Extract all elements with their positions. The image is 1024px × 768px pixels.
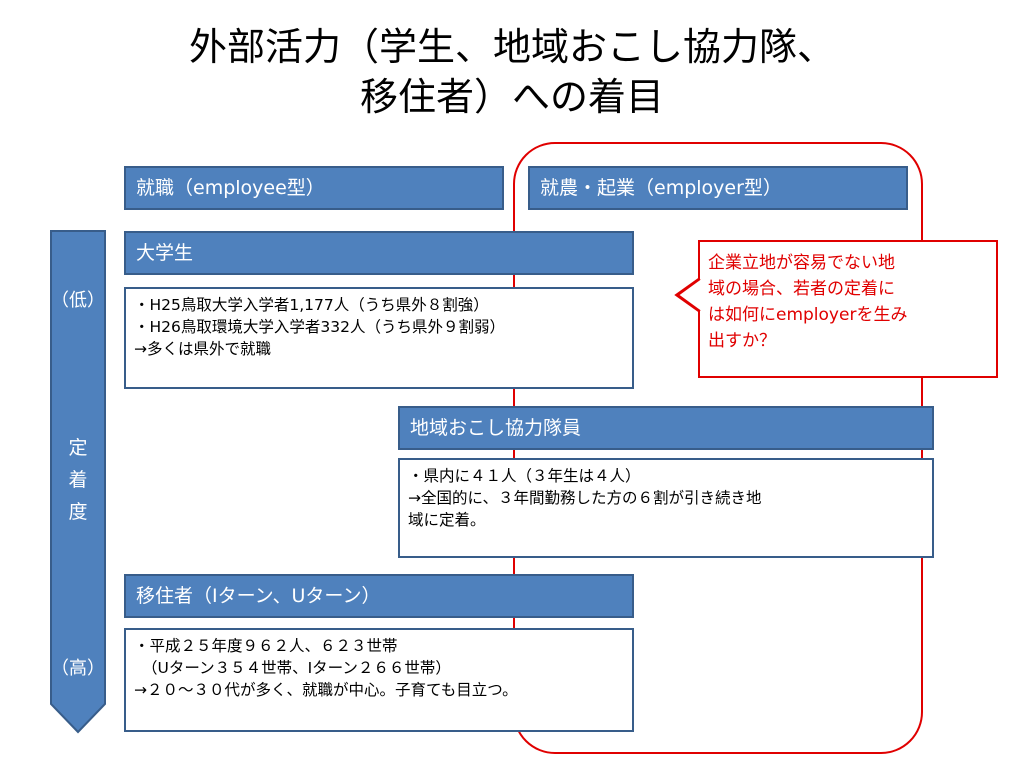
- detail-line: ・県内に４１人（３年生は４人）: [408, 467, 641, 485]
- group-details-students: ・H25鳥取大学入学者1,177人（うち県外８割強） ・H26鳥取環境大学入学者…: [124, 287, 634, 389]
- callout-line: 出すか？: [708, 331, 776, 351]
- title-line-1: 外部活力（学生、地域おこし協力隊、: [188, 25, 835, 69]
- scale-high-label: （高）: [51, 658, 105, 679]
- callout-line: 域の場合、若者の定着に: [708, 279, 895, 299]
- group-header-migrants: 移住者（Iターン、Uターン）: [124, 574, 634, 618]
- group-details-migrants: ・平成２５年度９６２人、６２３世帯 （Uターン３５４世帯、Iターン２６６世帯） …: [124, 628, 634, 732]
- detail-line: →２０～３０代が多く、就職が中心。子育ても目立つ。: [134, 681, 518, 699]
- detail-line: ・平成２５年度９６２人、６２３世帯: [134, 637, 398, 655]
- detail-line: （Uターン３５４世帯、Iターン２６６世帯）: [142, 659, 451, 677]
- title-line-2: 移住者）への着目: [359, 75, 664, 119]
- detail-line: →全国的に、３年間勤務した方の６割が引き続き地: [408, 489, 762, 507]
- column-header-employer: 就農・起業（employer型）: [528, 166, 908, 210]
- scale-char-1: 定: [68, 437, 88, 459]
- callout-line: 企業立地が容易でない地: [708, 253, 895, 273]
- group-details-cooperators: ・県内に４１人（３年生は４人） →全国的に、３年間勤務した方の６割が引き続き地 …: [398, 458, 934, 558]
- callout-line: は如何にemployerを生み: [708, 305, 908, 325]
- callout-pointer-cover: [676, 278, 701, 312]
- detail-line: ・H26鳥取環境大学入学者332人（うち県外９割弱）: [134, 318, 505, 336]
- column-header-employee: 就職（employee型）: [124, 166, 504, 210]
- group-header-students: 大学生: [124, 231, 634, 275]
- group-header-cooperators: 地域おこし協力隊員: [398, 406, 934, 450]
- slide-title: 外部活力（学生、地域おこし協力隊、 移住者）への着目: [0, 22, 1024, 122]
- scale-char-2: 着: [68, 469, 88, 491]
- detail-line: ・H25鳥取大学入学者1,177人（うち県外８割強）: [134, 296, 489, 314]
- retention-scale-arrow: [50, 230, 106, 734]
- employer-callout: 企業立地が容易でない地 域の場合、若者の定着に は如何にemployerを生み …: [698, 240, 998, 378]
- scale-low-label: （低）: [51, 290, 105, 311]
- scale-char-3: 度: [68, 501, 88, 523]
- detail-line: →多くは県外で就職: [134, 340, 271, 358]
- scale-axis-label: 定 着 度: [50, 432, 106, 528]
- detail-line: 域に定着。: [408, 511, 486, 529]
